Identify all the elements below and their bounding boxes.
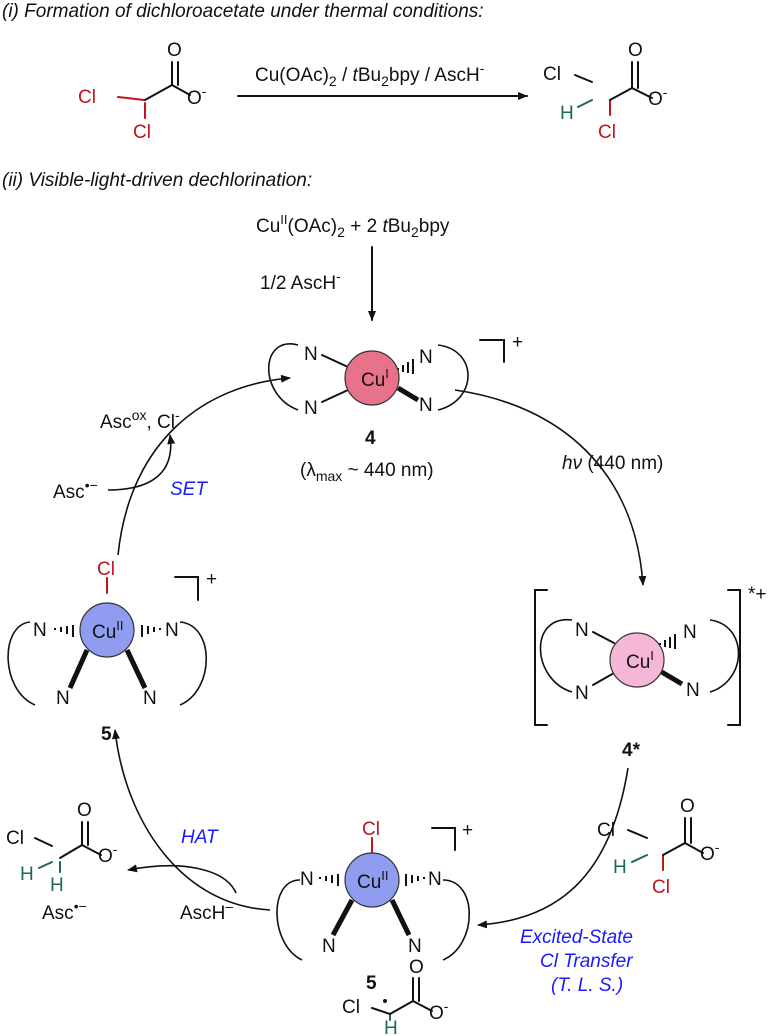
reductant-label: 1/2 AscH- [260,268,341,294]
atom-n: N [428,869,442,890]
complex-4-star: *+ CuI N N N N 4* [534,584,767,761]
atom-o: O [77,800,92,821]
atom-n: N [143,688,157,709]
label-complex-4: 4 [365,428,376,449]
atom-o-minus: O- [98,841,118,867]
step-ecl-line2: Cl Transfer [540,951,633,972]
atom-o: O [680,796,695,817]
arrow-hat-side [127,864,237,894]
atom-cl: Cl [342,997,360,1018]
atom-o: O [167,40,182,61]
hashed-bond [405,874,425,886]
step-ecl-line3: (T. L. S.) [551,975,623,996]
precursor-label: CuII(OAc)2 + 2 tBu2bpy [256,212,450,240]
atom-h: H [560,103,574,124]
atom-n: N [683,622,697,643]
charge-plus: + [512,332,523,353]
lambda-max-label: (λmax ~ 440 nm) [300,460,434,484]
atom-cl: Cl [543,64,561,85]
heading-part-ii: (ii) Visible-light-driven dechlorination… [2,170,312,191]
complex-5-bottom: Cl CuII N N N N + 5 [276,819,473,994]
charge-plus: + [206,569,217,590]
hashed-bond [397,359,414,374]
atom-n: N [33,620,47,641]
charge-excited-plus: *+ [748,584,767,605]
arrow-cl-transfer [477,767,629,929]
atom-o: O [628,40,643,61]
atom-h: H [50,875,64,896]
atom-cl: Cl [652,877,670,898]
dichloroacetate-substrate: Cl H Cl O O- [597,796,720,898]
chloroacetate-product: Cl H H O O- [6,800,118,896]
atom-cl: Cl [6,828,24,849]
arrow-photoexcitation [454,389,647,586]
atom-n: N [300,869,314,890]
atom-n: N [322,936,336,957]
atom-cl: Cl [97,559,115,580]
atom-cl: Cl [597,820,615,841]
trichloroacetate: Cl Cl O O- [78,40,207,143]
atom-n: N [304,398,318,419]
cu-i-excited-center [609,632,665,688]
cu-i-label: CuI [626,648,654,673]
complex-4: CuI N N N N + 4 (λmax ~ 440 nm) [267,332,523,484]
atom-n: N [165,620,179,641]
cu-ii-label: CuII [92,618,124,643]
hashed-bond [54,625,74,637]
arrow-set-side [107,434,176,491]
asc-ox-label: Ascox, Cl- [100,407,180,433]
arrow-set [117,374,291,556]
atom-n: N [304,344,318,365]
asch-label: AscH– [180,898,233,924]
step-hat: HAT [181,827,219,848]
atom-n: N [575,683,589,704]
dichloroacetate-product: Cl H Cl O O- [543,40,668,143]
atom-cl: Cl [133,122,151,143]
atom-o-minus: O- [187,83,207,109]
atom-n: N [408,936,422,957]
cu-i-center [344,350,400,406]
atom-n: N [56,688,70,709]
asc-radical-top: Asc•− [53,477,98,503]
label-complex-5: 5 [101,724,112,745]
atom-o-minus: O- [700,839,720,865]
hashed-bond [659,634,676,649]
atom-cl: Cl [598,122,616,143]
atom-n: N [419,347,433,368]
charge-plus: + [462,820,473,841]
atom-n: N [575,620,589,641]
complex-5-left: Cl CuII N N N N + 5 [7,559,217,745]
hashed-bond [319,874,339,886]
arrow-hat [112,729,271,911]
atom-n: N [419,395,433,416]
step-set: SET [170,479,208,500]
label-complex-4-star: 4* [622,740,641,761]
asc-radical-bottom: Asc•− [42,898,87,924]
atom-o-minus: O- [429,998,449,1024]
reagents-i: Cu(OAc)2 / tBu2bpy / AscH- [255,60,485,89]
atom-cl: Cl [362,819,380,840]
atom-o: O [409,957,424,978]
atom-cl: Cl [78,87,96,108]
chloroacetate-radical: Cl H O O- [342,957,449,1036]
cu-ii-label: CuII [357,868,389,893]
atom-n: N [686,680,700,701]
cu-i-label: CuI [361,366,389,391]
label-complex-5: 5 [366,973,377,994]
heading-part-i: (i) Formation of dichloroacetate under t… [2,1,484,22]
atom-h: H [384,1018,398,1036]
cu-ii-center [344,852,400,908]
hashed-bond [141,625,161,637]
cu-ii-center [79,602,135,658]
atom-h: H [20,864,34,885]
hv-label: hν (440 nm) [562,453,663,474]
atom-o-minus: O- [648,84,668,110]
step-ecl-line1: Excited-State [520,927,633,948]
atom-h: H [613,857,627,878]
